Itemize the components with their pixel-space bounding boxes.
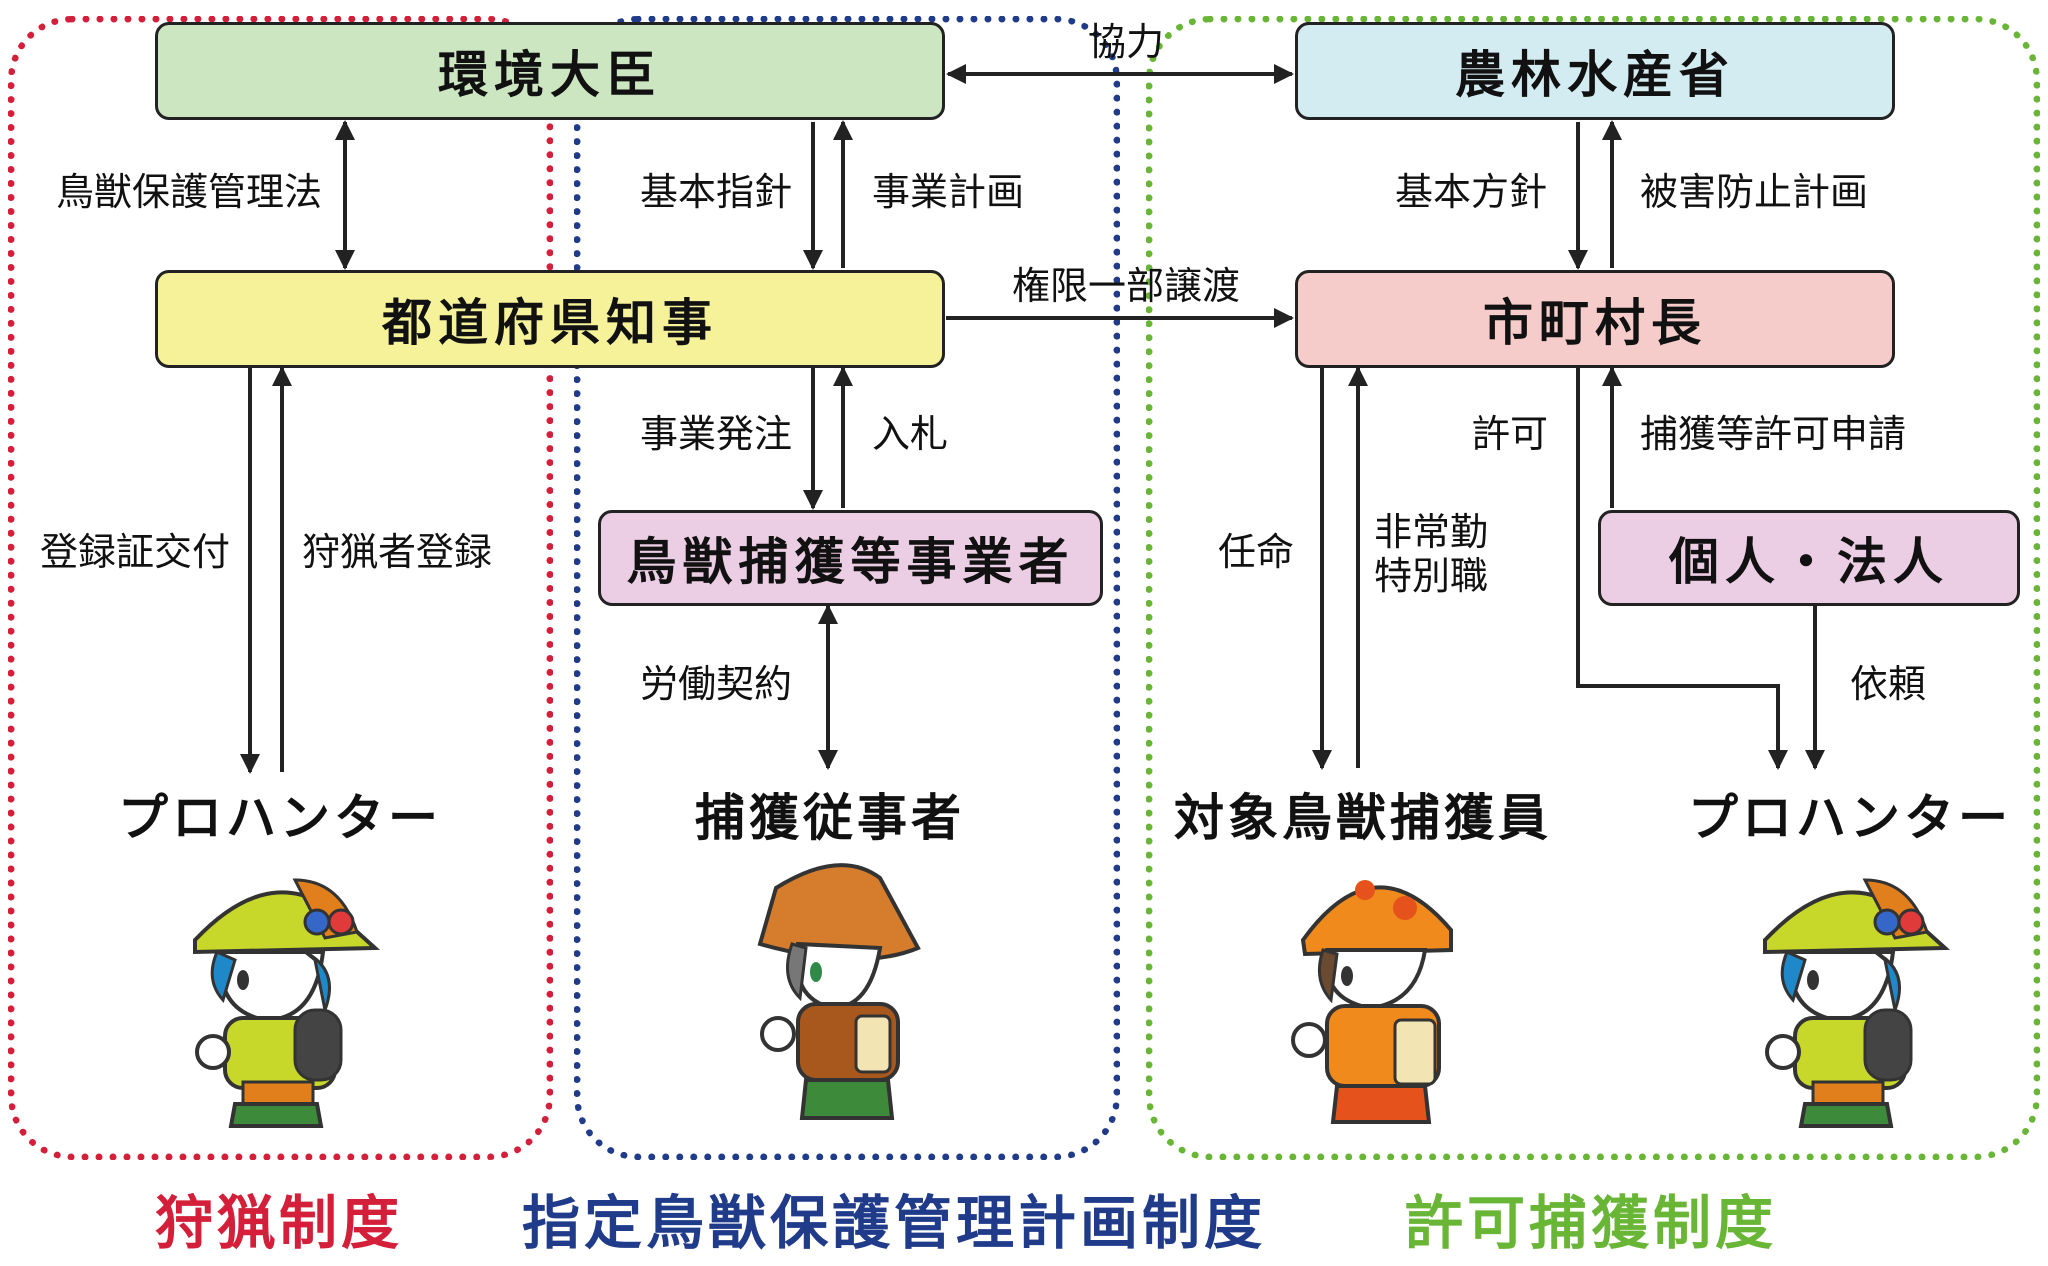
business-order-label: 事業発注 (640, 412, 793, 456)
env-minister-box: 環境大臣 (155, 22, 945, 120)
registration-issue-label: 登録証交付 (40, 530, 231, 574)
basic-policy-label: 基本方針 (1395, 170, 1548, 214)
hunter-registration-label: 狩猟者登録 (302, 530, 493, 574)
pro-hunter-left-title: プロハンター (118, 789, 442, 847)
maff-label: 農林水産省 (1455, 46, 1735, 104)
hunter-character-icon (193, 878, 381, 1128)
cooperation-label: 協力 (1088, 20, 1165, 64)
prefecture-governor-label: 都道府県知事 (382, 294, 718, 352)
designated-system-frame (574, 16, 1120, 1160)
prefecture-governor-box: 都道府県知事 (155, 270, 945, 368)
bid-label: 入札 (872, 412, 949, 456)
permission-label: 許可 (1472, 412, 1549, 456)
target-capture-member-title: 対象鳥獣捕獲員 (1174, 789, 1552, 847)
damage-prevention-plan-label: 被害防止計画 (1640, 170, 1869, 214)
capture-business-label: 鳥獣捕獲等事業者 (626, 533, 1075, 591)
capture-worker-title: 捕獲従事者 (695, 789, 965, 847)
target-capture-member-character-icon (1291, 880, 1453, 1124)
pro-hunter-right-title: プロハンター (1688, 789, 2012, 847)
part-time-label-1: 非常勤 (1374, 510, 1489, 554)
capture-business-box: 鳥獣捕獲等事業者 (598, 510, 1103, 606)
basic-guideline-label: 基本指針 (640, 170, 793, 214)
hunter-character-icon (1763, 878, 1951, 1128)
individual-corp-box: 個人・法人 (1598, 510, 2020, 606)
municipality-mayor-box: 市町村長 (1295, 270, 1895, 368)
part-time-label-2: 特別職 (1374, 554, 1489, 598)
permit-system-title: 許可捕獲制度 (1405, 1189, 1778, 1257)
partial-transfer-label: 権限一部譲渡 (1012, 264, 1241, 308)
municipality-mayor-label: 市町村長 (1483, 294, 1707, 352)
maff-box: 農林水産省 (1295, 22, 1895, 120)
business-plan-label: 事業計画 (872, 170, 1025, 214)
permit-system-frame (1146, 16, 2040, 1160)
capture-worker-character-icon (757, 863, 921, 1120)
capture-permit-application-label: 捕獲等許可申請 (1640, 412, 1907, 456)
request-label: 依頼 (1850, 662, 1927, 706)
individual-corp-label: 個人・法人 (1669, 533, 1949, 591)
hunting-system-frame (8, 16, 553, 1160)
labor-contract-label: 労働契約 (640, 662, 793, 706)
designated-system-title: 指定鳥獣保護管理計画制度 (522, 1189, 1267, 1257)
env-minister-label: 環境大臣 (438, 46, 662, 104)
appointment-label: 任命 (1218, 530, 1295, 574)
wildlife-law-label: 鳥獣保護管理法 (56, 170, 323, 214)
hunting-system-title: 狩猟制度 (155, 1189, 404, 1257)
